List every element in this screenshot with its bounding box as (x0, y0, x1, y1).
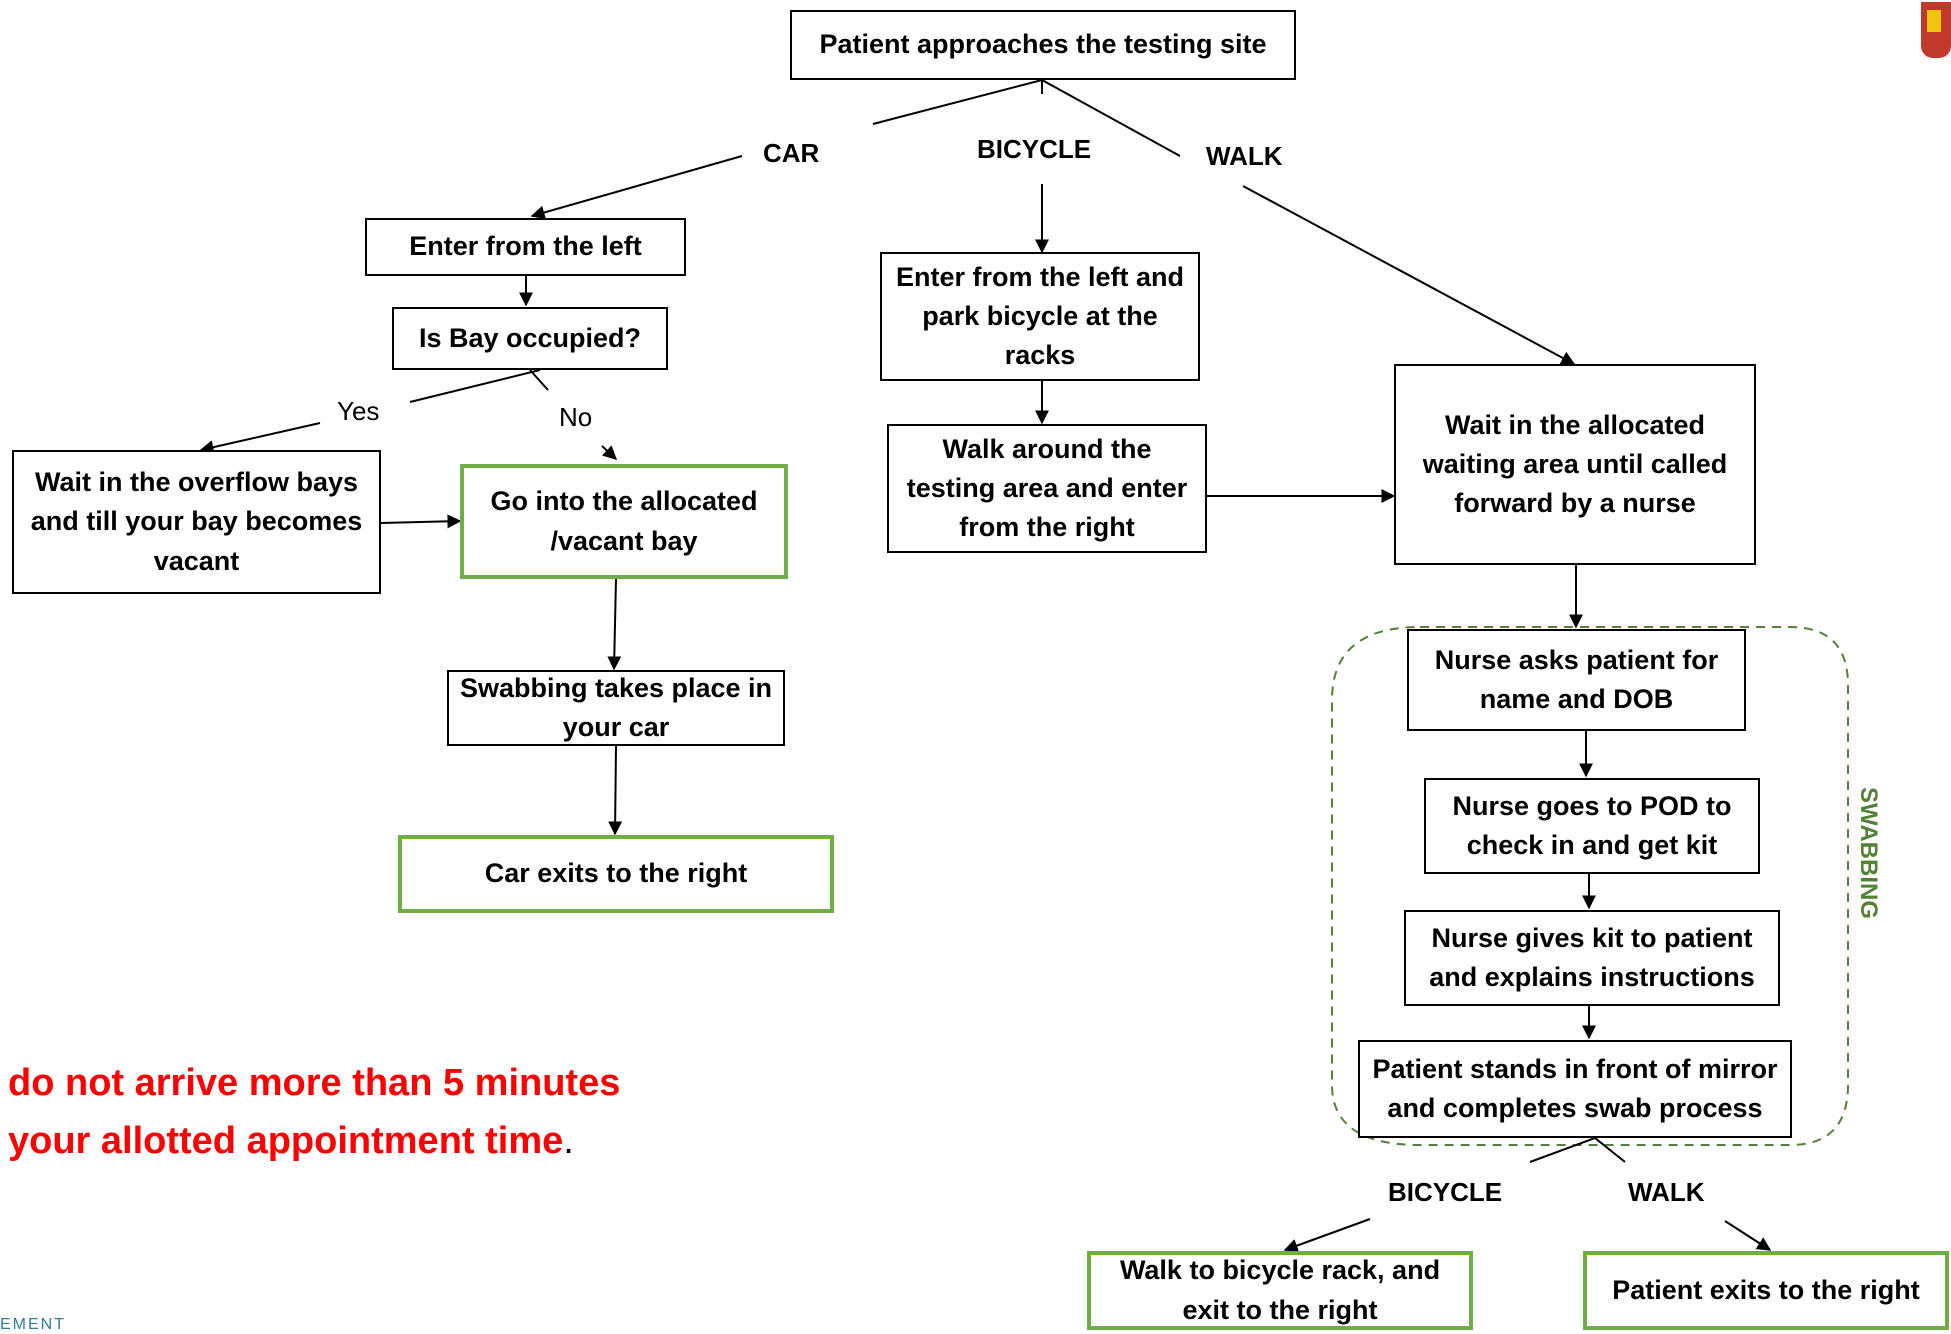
node-car-exit: Car exits to the right (398, 835, 834, 913)
edge-swab-exit (608, 745, 623, 836)
arrival-note-line2-wrap: your allotted appointment time. (8, 1119, 620, 1165)
node-mirror: Patient stands in front of mirror and co… (1358, 1040, 1792, 1138)
node-bay-occupied-text: Is Bay occupied? (418, 322, 642, 353)
arrival-note-period: . (563, 1119, 574, 1162)
node-nurse-pod-text: Nurse goes to POD to check in and get ki… (1452, 790, 1732, 860)
node-allocated-bay-text: Go into the allocated /vacant bay (490, 486, 758, 556)
node-walk-around-text: Walk around the testing area and enter f… (906, 433, 1188, 543)
node-overflow-text: Wait in the overflow bays and till your … (30, 467, 363, 576)
edge-start-walk-b (1242, 185, 1576, 365)
node-bike-enter-text: Enter from the left and park bicycle at … (895, 261, 1185, 371)
label-walk-bottom: WALK (1628, 1177, 1705, 1207)
node-mirror-text: Patient stands in front of mirror and co… (1372, 1053, 1778, 1123)
edge-mirror-bicycle-b (1283, 1218, 1371, 1253)
label-car: CAR (763, 138, 820, 168)
edge-bay-yes-a (409, 369, 541, 403)
node-car-enter-text: Enter from the left (409, 231, 642, 262)
arrival-note-line1: do not arrive more than 5 minutes (8, 1062, 621, 1104)
node-start: Patient approaches the testing site (790, 10, 1296, 80)
label-bicycle: BICYCLE (977, 134, 1092, 164)
edge-bay-no-b (601, 445, 618, 460)
label-swabbing: SWABBING (1854, 783, 1882, 923)
edge-mirror-walk-a (1594, 1137, 1626, 1163)
node-wait-area-text: Wait in the allocated waiting area until… (1422, 409, 1728, 519)
node-nurse-asks: Nurse asks patient for name and DOB (1407, 629, 1746, 731)
node-bike-exit-text: Walk to bicycle rack, and exit to the ri… (1119, 1255, 1441, 1325)
node-nurse-kit: Nurse gives kit to patient and explains … (1404, 910, 1780, 1006)
edge-mirror-walk-b (1724, 1220, 1772, 1251)
node-car-enter: Enter from the left (365, 218, 686, 276)
edge-overflow-bay (380, 514, 462, 529)
edge-start-walk-a (1041, 79, 1181, 157)
crest-logo-icon (1921, 2, 1951, 58)
node-walk-exit-text: Patient exits to the right (1612, 1274, 1920, 1305)
node-bike-exit: Walk to bicycle rack, and exit to the ri… (1087, 1251, 1473, 1330)
node-bike-enter: Enter from the left and park bicycle at … (880, 252, 1200, 381)
node-swab-car: Swabbing takes place in your car (447, 670, 785, 746)
footer-fragment: EMENT (0, 1316, 66, 1333)
edge-bay-yes-b (199, 422, 321, 455)
swabbing-group-border (1331, 626, 1849, 1146)
label-bicycle-bottom: BICYCLE (1388, 1177, 1503, 1207)
node-bay-occupied: Is Bay occupied? (392, 307, 668, 370)
edge-mirror-bicycle-a (1529, 1137, 1596, 1163)
edge-start-car-a (872, 79, 1043, 125)
node-wait-area: Wait in the allocated waiting area until… (1394, 364, 1756, 565)
edge-bay-swab (607, 578, 622, 671)
label-yes: Yes (337, 396, 380, 426)
label-no: No (559, 402, 593, 432)
node-swab-car-text: Swabbing takes place in your car (459, 672, 773, 742)
edge-bay-no-a (529, 369, 549, 391)
node-nurse-kit-text: Nurse gives kit to patient and explains … (1429, 922, 1755, 992)
label-walk: WALK (1206, 141, 1283, 171)
edge-start-car-b (530, 155, 743, 220)
node-car-exit-text: Car exits to the right (484, 858, 748, 889)
node-allocated-bay: Go into the allocated /vacant bay (460, 464, 788, 579)
arrival-note: do not arrive more than 5 minutes your a… (8, 1061, 620, 1164)
node-nurse-asks-text: Nurse asks patient for name and DOB (1434, 644, 1719, 714)
node-overflow: Wait in the overflow bays and till your … (12, 450, 381, 594)
node-walk-around: Walk around the testing area and enter f… (887, 424, 1207, 553)
node-nurse-pod: Nurse goes to POD to check in and get ki… (1424, 778, 1760, 874)
node-walk-exit: Patient exits to the right (1583, 1251, 1949, 1330)
arrival-note-line2: your allotted appointment time (8, 1119, 564, 1162)
node-start-text: Patient approaches the testing site (819, 29, 1267, 60)
